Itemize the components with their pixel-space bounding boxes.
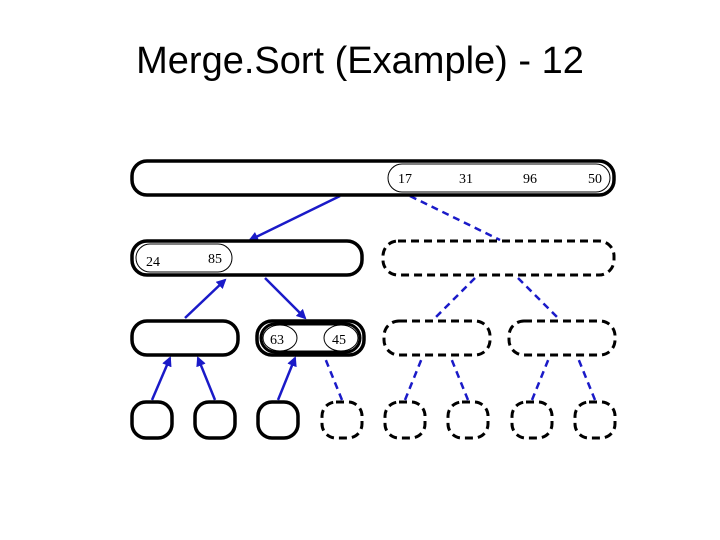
root-node: 17 31 96 50 — [130, 159, 616, 197]
leaf-node — [193, 400, 237, 440]
right-left-node-pending — [382, 319, 492, 357]
left-right-node-active: 63 45 — [255, 319, 366, 357]
arrow-root-to-left — [248, 194, 341, 242]
arrow-leaf8-to-rr — [576, 357, 597, 401]
leaf-row — [130, 400, 617, 440]
leaf-node-pending — [320, 400, 364, 440]
arrow-right-to-rr — [517, 277, 559, 319]
arrow-leaf1-to-ll — [150, 356, 172, 401]
tree-arrows — [150, 194, 597, 401]
root-value: 17 — [398, 172, 412, 187]
arrow-right-to-rl — [434, 277, 476, 319]
root-value: 31 — [459, 172, 473, 187]
active-value-circle — [323, 324, 359, 352]
leaf-node — [256, 400, 300, 440]
arrow-ll-to-left — [184, 278, 227, 319]
arrow-leaf2-to-ll — [196, 356, 217, 401]
root-value: 50 — [588, 172, 602, 187]
leaf-node-pending — [446, 400, 490, 440]
active-node-value: 63 — [270, 333, 284, 348]
left-sequence-outline — [135, 243, 233, 273]
slide-title: Merge.Sort (Example) - 12 — [136, 40, 584, 82]
arrow-leaf4-to-lr — [323, 357, 344, 401]
root-sequence-outline — [387, 163, 611, 193]
left-node: 24 85 — [130, 239, 364, 277]
arrow-left-to-lr — [264, 277, 307, 320]
root-value: 96 — [523, 172, 537, 187]
active-value-circle — [262, 324, 298, 352]
left-left-node — [130, 319, 240, 357]
right-node-pending — [381, 239, 616, 277]
arrow-leaf7-to-rr — [530, 357, 551, 401]
arrow-root-to-right — [409, 194, 501, 242]
left-node-value: 85 — [208, 252, 222, 267]
arrow-leaf3-to-lr — [276, 356, 297, 401]
leaf-node-pending — [383, 400, 427, 440]
active-node-value: 45 — [332, 333, 346, 348]
arrow-leaf5-to-rl — [403, 357, 424, 401]
left-node-value: 24 — [146, 255, 160, 270]
leaf-node — [130, 400, 174, 440]
right-right-node-pending — [507, 319, 617, 357]
leaf-node-pending — [510, 400, 554, 440]
leaf-node-pending — [573, 400, 617, 440]
arrow-leaf6-to-rl — [449, 357, 470, 401]
